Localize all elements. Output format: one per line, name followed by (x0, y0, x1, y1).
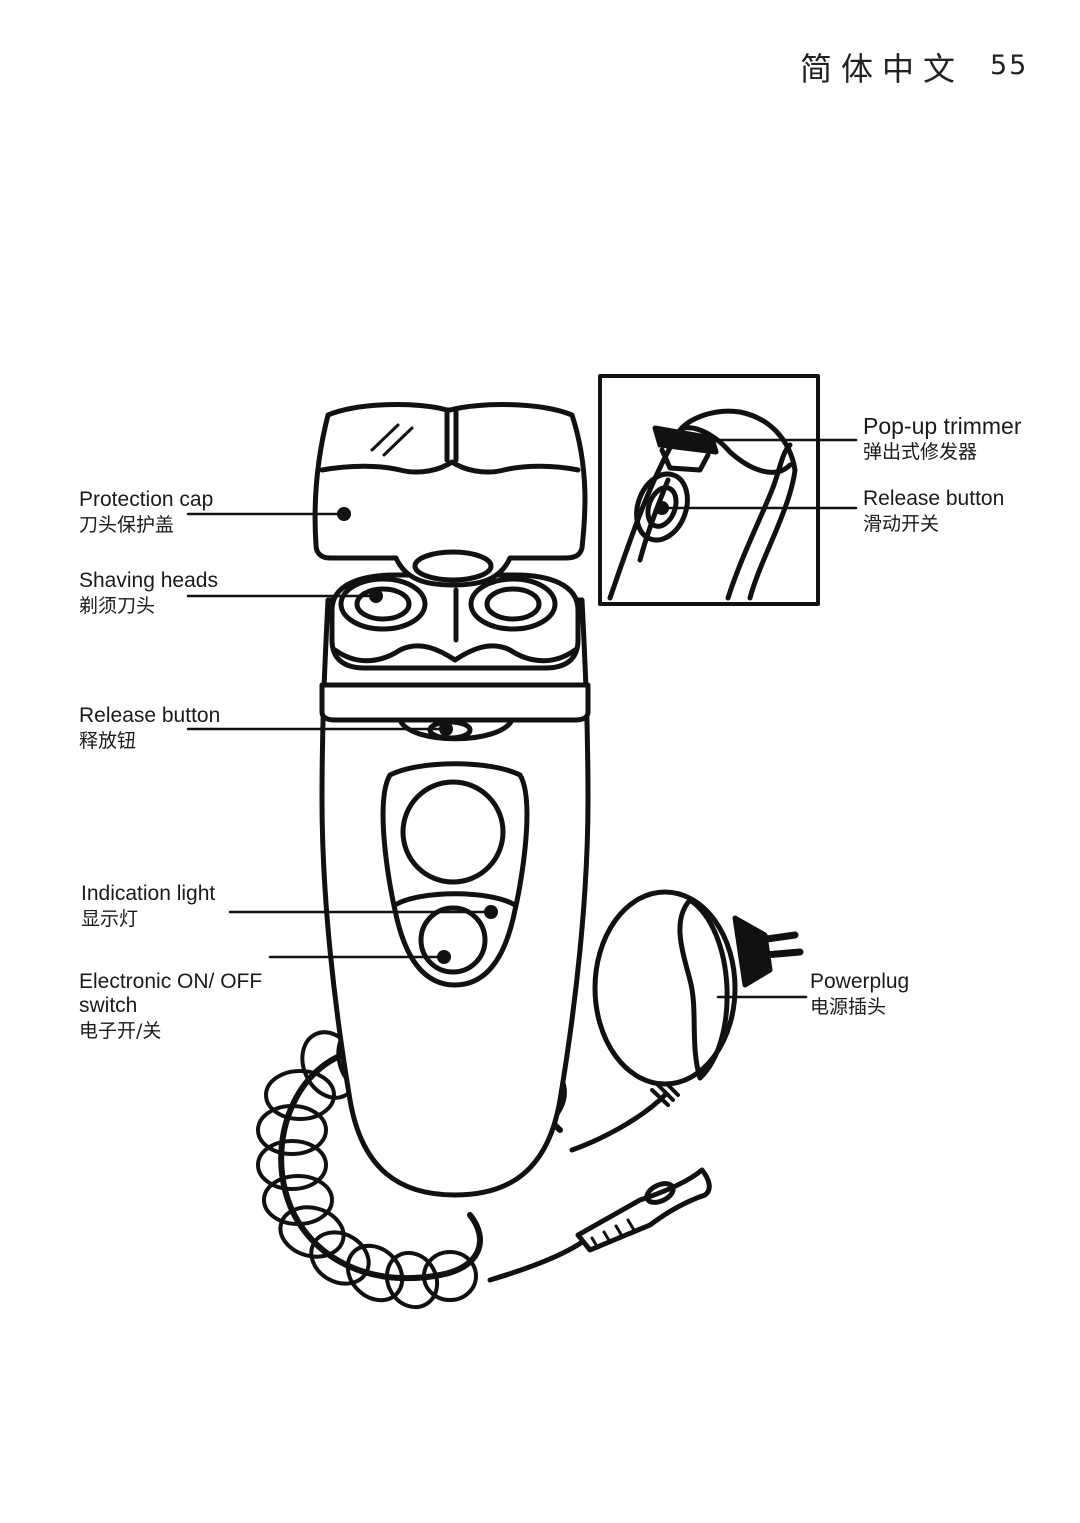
trimmer-release-label: Release button 滑动开关 (863, 487, 1004, 536)
shaving-heads-label: Shaving heads 剃须刀头 (79, 569, 218, 618)
indication-light-en: Indication light (81, 882, 216, 905)
on-off-switch-label: Electronic ON/ OFF switch 电子开/关 (79, 970, 262, 1043)
on-off-switch-en-line1: Electronic ON/ OFF (79, 970, 263, 993)
trimmer-release-zh: 滑动开关 (863, 513, 940, 536)
power-plug (569, 889, 804, 1153)
shaving-heads-zh: 剃须刀头 (79, 595, 156, 618)
language-heading: 简体中文 (800, 50, 965, 88)
trimmer-inset (598, 374, 820, 606)
protection-cap-zh: 刀头保护盖 (79, 514, 175, 537)
indication-light-zh: 显示灯 (81, 908, 139, 931)
powerplug-en: Powerplug (810, 970, 910, 993)
on-off-switch-zh: 电子开/关 (79, 1020, 162, 1043)
protection-cap-en: Protection cap (79, 488, 214, 511)
shaver-body (319, 572, 591, 1198)
indication-light-label: Indication light 显示灯 (81, 882, 215, 931)
shaving-heads-en: Shaving heads (79, 569, 218, 592)
release-button-zh: 释放钮 (79, 730, 137, 753)
page-header: 简体中文 55 (800, 44, 1030, 94)
appliance-connector (487, 1167, 712, 1283)
page-number: 55 (990, 50, 1029, 81)
popup-trimmer-en: Pop-up trimmer (863, 413, 1022, 439)
popup-trimmer-zh: 弹出式修发器 (863, 441, 978, 464)
leader-dots (337, 433, 712, 964)
release-button-en: Release button (79, 704, 221, 727)
trimmer-release-en: Release button (863, 487, 1005, 510)
popup-trimmer-label: Pop-up trimmer 弹出式修发器 (863, 413, 1021, 464)
protection-cap-label: Protection cap 刀头保护盖 (79, 488, 213, 537)
on-off-switch-en-line2: switch (79, 994, 138, 1018)
release-button-label: Release button 释放钮 (79, 704, 220, 753)
powerplug-label: Powerplug 电源插头 (810, 970, 909, 1019)
leader-lines (186, 438, 858, 999)
powerplug-zh: 电源插头 (810, 996, 887, 1019)
protection-cap (312, 402, 588, 588)
